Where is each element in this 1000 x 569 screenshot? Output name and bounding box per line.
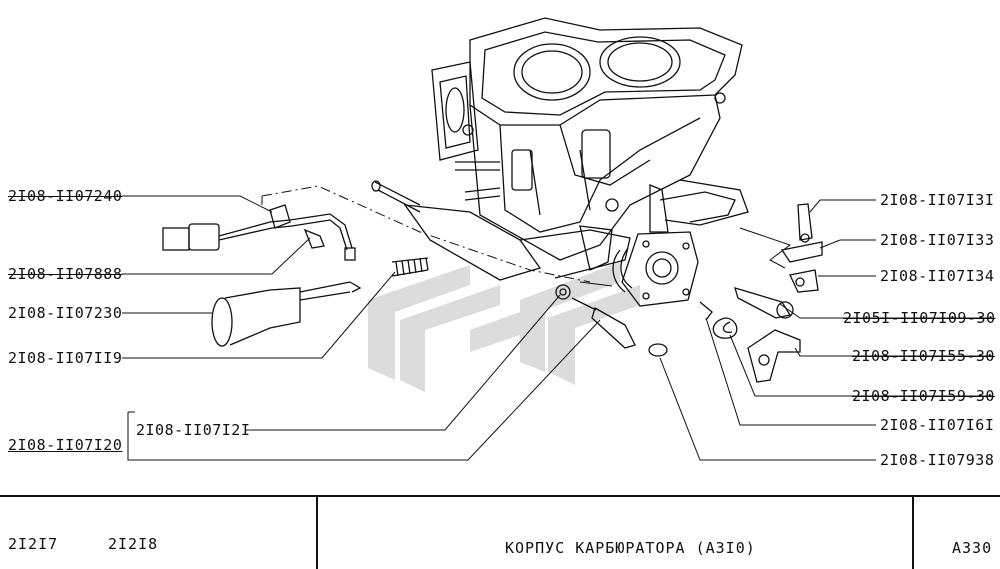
exploded-view-drawing xyxy=(122,17,992,461)
label-part-2I08-II07240: 2I08-II07240 xyxy=(8,187,123,205)
drawing-code: А330 xyxy=(952,539,993,557)
carburetor-body xyxy=(371,17,749,307)
leader-lines xyxy=(122,195,992,461)
right-parts xyxy=(699,203,823,383)
footer-divider xyxy=(912,497,914,569)
label-part-2I08-II07938: 2I08-II07938 xyxy=(880,451,995,469)
label-part-2I08-II07I33: 2I08-II07I33 xyxy=(880,231,995,249)
assembly-lines xyxy=(261,185,792,287)
model-code-1: 2I2I7 xyxy=(8,535,59,553)
label-part-2I08-II07I59-30: 2I08-II07I59-30 xyxy=(852,387,995,405)
label-part-2I08-II07I34: 2I08-II07I34 xyxy=(880,267,995,285)
label-part-2I08-II07I3I: 2I08-II07I3I xyxy=(880,191,995,209)
watermark-logo xyxy=(368,262,640,392)
footer-divider xyxy=(316,497,318,569)
label-part-2I05I-II07I09-30: 2I05I-II07I09-30 xyxy=(843,309,996,327)
drawing-title: КОРПУС КАРБЮРАТОРА (А3I0) xyxy=(505,539,756,557)
model-code-2: 2I2I8 xyxy=(108,535,159,553)
label-part-2I08-II07230: 2I08-II07230 xyxy=(8,304,123,322)
left-parts xyxy=(162,204,668,357)
label-part-2I08-II07I55-30: 2I08-II07I55-30 xyxy=(852,347,995,365)
label-part-2I08-II07I20: 2I08-II07I20 xyxy=(8,436,123,454)
title-block: 2I2I7 2I2I8 КОРПУС КАРБЮРАТОРА (А3I0) А3… xyxy=(0,495,1000,569)
label-part-2I08-II07II9: 2I08-II07II9 xyxy=(8,349,123,367)
label-part-2I08-II07I6I: 2I08-II07I6I xyxy=(880,416,995,434)
label-part-2I08-II07I2I: 2I08-II07I2I xyxy=(136,421,251,439)
label-part-2I08-II07888: 2I08-II07888 xyxy=(8,265,123,283)
parts-diagram: 2I08-II07240 2I08-II07888 2I08-II07230 2… xyxy=(8,17,996,469)
